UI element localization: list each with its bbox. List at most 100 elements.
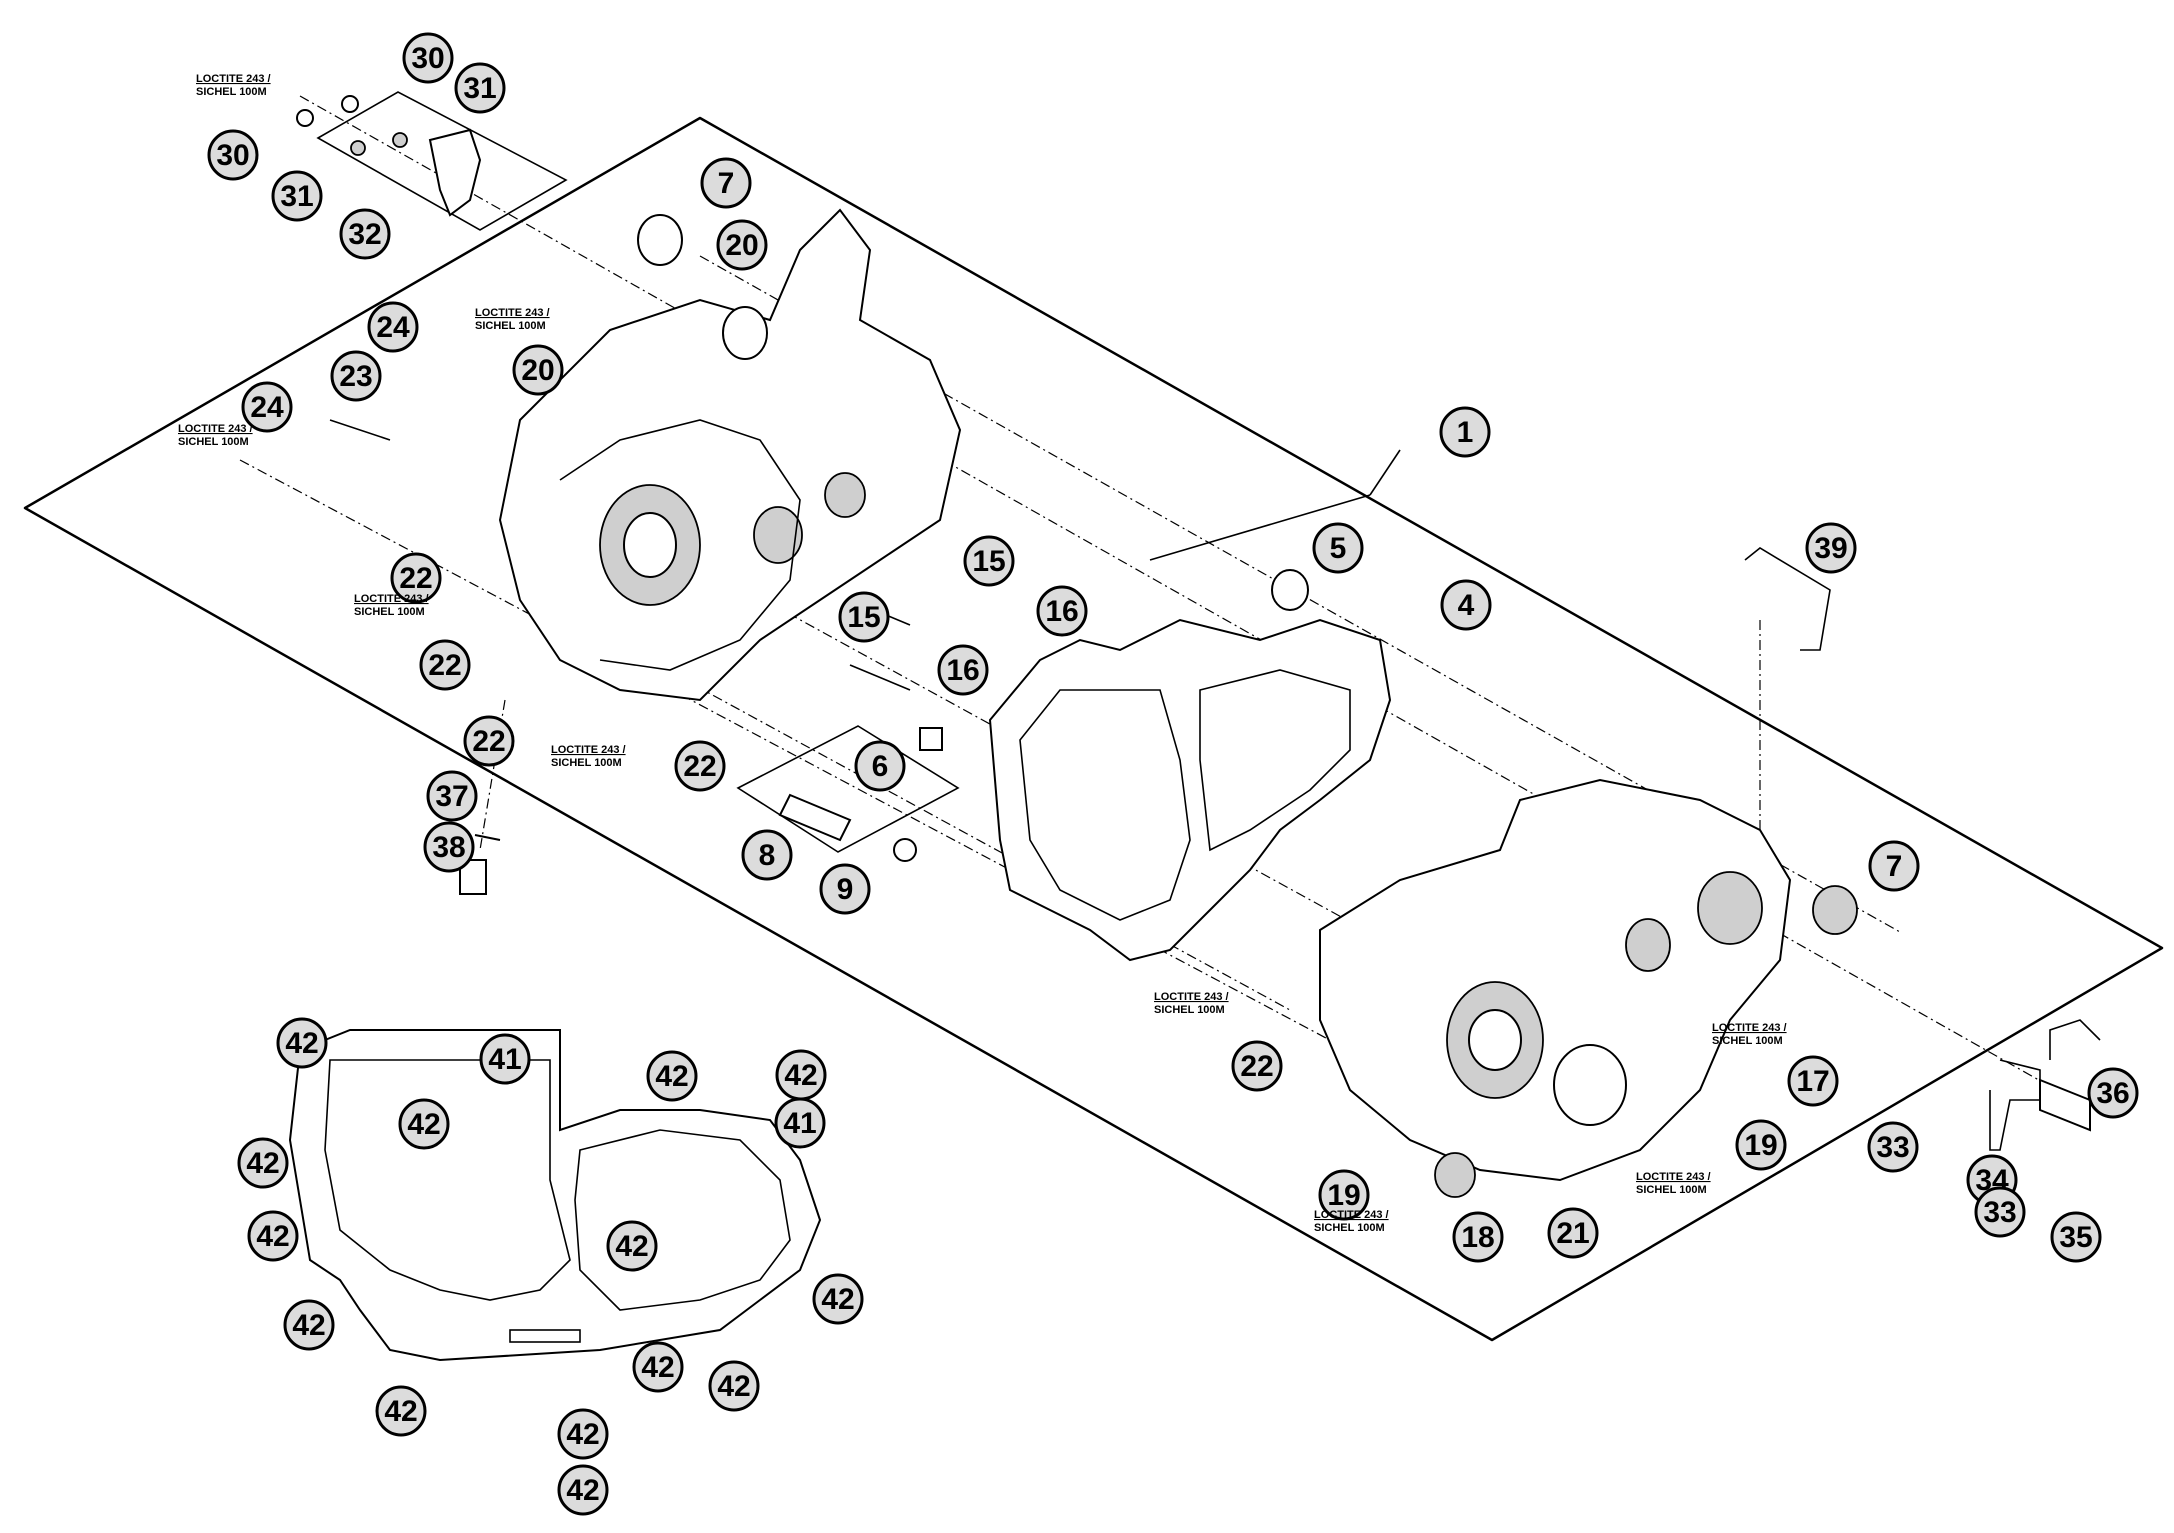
callout-circle: [557, 1464, 609, 1516]
note-line-1: LOCTITE 243 /: [1712, 1022, 1787, 1034]
callout-circle: [1787, 1055, 1839, 1107]
callout-37: 37: [426, 770, 478, 822]
callout-number: 20: [521, 354, 554, 387]
callout-number: 22: [1240, 1050, 1273, 1083]
callout-circle: [674, 740, 726, 792]
callout-22: 22: [1231, 1040, 1283, 1092]
note-line-2: SICHEL 100M: [1154, 1004, 1225, 1016]
callout-circle: [1318, 1169, 1370, 1221]
callout-16: 16: [1036, 585, 1088, 637]
callout-number: 39: [1814, 532, 1847, 565]
callout-42: 42: [812, 1273, 864, 1325]
callout-number: 20: [725, 229, 758, 262]
note-line-1: LOCTITE 243 /: [196, 73, 271, 85]
callout-number: 42: [615, 1230, 648, 1263]
callout-30: 30: [402, 32, 454, 84]
note-line-1: LOCTITE 243 /: [178, 423, 253, 435]
callout-number: 6: [872, 750, 889, 783]
callout-42: 42: [276, 1017, 328, 1069]
callout-32: 32: [339, 208, 391, 260]
callout-circle: [838, 591, 890, 643]
loctite-note: LOCTITE 243 /SICHEL 100M: [1154, 991, 1229, 1016]
callout-42: 42: [283, 1299, 335, 1351]
callout-circle: [1231, 1040, 1283, 1092]
callout-7: 7: [1868, 840, 1920, 892]
callout-circle: [454, 62, 506, 114]
callout-15: 15: [838, 591, 890, 643]
callout-circle: [367, 301, 419, 353]
note-line-2: SICHEL 100M: [551, 757, 622, 769]
callout-number: 42: [784, 1059, 817, 1092]
callout-5: 5: [1312, 522, 1364, 574]
loctite-note: LOCTITE 243 /SICHEL 100M: [475, 307, 550, 332]
callout-33: 33: [1867, 1121, 1919, 1173]
callout-number: 41: [783, 1107, 816, 1140]
callout-number: 42: [655, 1060, 688, 1093]
assembly-boundary: [23, 116, 2164, 1342]
loctite-note: LOCTITE 243 /SICHEL 100M: [178, 423, 253, 448]
callout-number: 22: [399, 562, 432, 595]
callout-38: 38: [423, 821, 475, 873]
callout-circle: [606, 1220, 658, 1272]
callout-19: 19: [1318, 1169, 1370, 1221]
callout-number: 42: [292, 1309, 325, 1342]
callout-24: 24: [241, 381, 293, 433]
note-line-2: SICHEL 100M: [178, 436, 249, 448]
center-gasket: [988, 618, 1392, 962]
callout-circle: [1805, 522, 1857, 574]
callout-36: 36: [2087, 1067, 2139, 1119]
callout-number: 19: [1744, 1129, 1777, 1162]
note-line-1: LOCTITE 243 /: [354, 593, 429, 605]
callout-circle: [237, 1137, 289, 1189]
note-line-2: SICHEL 100M: [1314, 1222, 1385, 1234]
callout-number: 7: [1886, 850, 1903, 883]
callout-circle: [1439, 406, 1491, 458]
note-line-1: LOCTITE 243 /: [475, 307, 550, 319]
callout-6: 6: [854, 740, 906, 792]
note-line-1: LOCTITE 243 /: [1154, 991, 1229, 1003]
callout-39: 39: [1805, 522, 1857, 574]
callout-circle: [1868, 840, 1920, 892]
callout-30: 30: [207, 129, 259, 181]
oil-pump-box: [736, 725, 960, 853]
callout-number: 19: [1327, 1179, 1360, 1212]
callout-circle: [1867, 1121, 1919, 1173]
callout-circle: [716, 219, 768, 271]
callout-22: 22: [463, 715, 515, 767]
bolt-group-box: [316, 91, 568, 231]
callout-21: 21: [1547, 1207, 1599, 1259]
callout-circle: [700, 157, 752, 209]
callout-4: 4: [1440, 579, 1492, 631]
callout-circle: [632, 1341, 684, 1393]
callout-circle: [398, 1098, 450, 1150]
callout-number: 42: [285, 1027, 318, 1060]
callout-16: 16: [937, 644, 989, 696]
note-line-2: SICHEL 100M: [354, 606, 425, 618]
callout-circle: [271, 170, 323, 222]
callout-circle: [819, 863, 871, 915]
note-line-1: LOCTITE 243 /: [551, 744, 626, 756]
callout-circle: [276, 1017, 328, 1069]
callout-number: 8: [759, 839, 776, 872]
callout-circle: [426, 770, 478, 822]
callout-number: 23: [339, 360, 372, 393]
callout-number: 42: [256, 1220, 289, 1253]
callout-circle: [1312, 522, 1364, 574]
callout-42: 42: [606, 1220, 658, 1272]
callout-circle: [646, 1050, 698, 1102]
callout-circle: [419, 639, 471, 691]
callout-circle: [1735, 1119, 1787, 1171]
callout-number: 33: [1876, 1131, 1909, 1164]
callout-circle: [390, 552, 442, 604]
callout-7: 7: [700, 157, 752, 209]
callout-15: 15: [963, 535, 1015, 587]
callout-number: 42: [384, 1395, 417, 1428]
callout-number: 24: [250, 391, 284, 424]
loctite-note: LOCTITE 243 /SICHEL 100M: [354, 593, 429, 618]
hardware-parts: [296, 95, 2101, 1151]
callout-number: 22: [428, 649, 461, 682]
note-line-2: SICHEL 100M: [1636, 1184, 1707, 1196]
